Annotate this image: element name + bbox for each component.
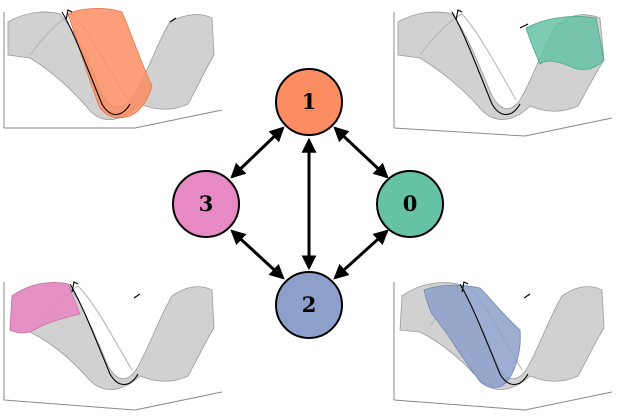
highlight-region [9, 282, 81, 334]
node-1-label: 1 [302, 89, 317, 114]
axes-frame [3, 12, 223, 129]
node-2-circle [275, 271, 343, 339]
node-0-circle [376, 170, 444, 238]
highlight-region [525, 16, 605, 70]
graph-edges [230, 126, 389, 280]
node-3: 3 [172, 170, 240, 238]
node-2: 2 [275, 271, 343, 339]
node-2-label: 2 [302, 292, 317, 317]
surface-panel-bottom-right [393, 281, 613, 411]
axes-frame [3, 282, 223, 411]
highlight-region [423, 284, 521, 388]
surface-ridge-lines [459, 281, 531, 386]
surface-ridge-lines [61, 9, 177, 116]
axes-frame [393, 282, 613, 411]
highlight-region [67, 8, 153, 119]
node-1-circle [275, 68, 343, 136]
edge-1-0 [333, 126, 389, 179]
surface-panel-top-right [393, 9, 613, 137]
edge-1-3 [230, 126, 285, 179]
surface-panel-bottom-left [3, 281, 223, 411]
surface-ridge-lines [69, 281, 141, 386]
node-0: 0 [376, 170, 444, 238]
axes-frame [393, 12, 613, 137]
surface-panel-top-left [3, 8, 223, 129]
edge-3-2 [230, 229, 285, 280]
node-3-label: 3 [199, 191, 214, 216]
node-0-label: 0 [403, 191, 418, 216]
surface-ridge-lines [451, 9, 529, 116]
node-1: 1 [275, 68, 343, 136]
edge-0-2 [333, 229, 389, 280]
node-3-circle [172, 170, 240, 238]
